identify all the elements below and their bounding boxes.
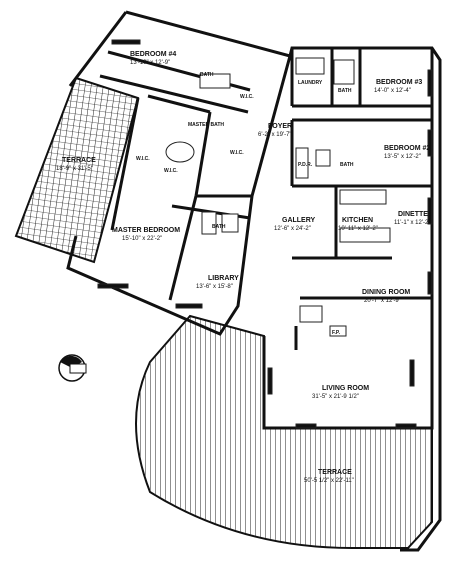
laundry-name: LAUNDRY: [298, 80, 323, 86]
master-bedroom-dims: 15'-10" x 22'-2": [122, 236, 162, 242]
pdr-name: P.D.R.: [298, 162, 313, 168]
kitchen-dims: 10'-11" x 12'-2": [338, 226, 378, 232]
terrace-bottom-name: TERRACE: [318, 469, 352, 476]
windows: [97, 39, 433, 429]
terrace-bottom-area: [135, 314, 433, 549]
bath-bedroom4-name: BATH: [200, 72, 214, 78]
gallery-dims: 12'-6" x 24'-2": [274, 226, 311, 232]
bath-bedroom3-name: BATH: [338, 88, 352, 94]
dinette-dims: 11'-1" x 12'-2": [394, 220, 430, 226]
dining-room-dims: 20'-7" x 12'-9": [364, 298, 401, 304]
gallery-name: GALLERY: [282, 217, 316, 224]
wic-master-b-name: W.I.C.: [136, 156, 150, 162]
bedroom2-dims: 13'-5" x 12'-2": [384, 154, 421, 160]
terrace-top-area: [14, 76, 140, 264]
exterior-walls: [66, 10, 442, 552]
fixtures: [165, 57, 391, 337]
wic-master-a-name: W.I.C.: [230, 150, 244, 156]
wic-bedroom4-name: W.I.C.: [240, 94, 254, 100]
terrace-top-name: TERRACE: [62, 157, 96, 164]
wic-master-c-name: W.I.C.: [164, 168, 178, 174]
bedroom4-name: BEDROOM #4: [130, 51, 176, 58]
bedroom4-dims: 13'-10" x 12'-9": [130, 60, 170, 66]
fireplace-name: F.P.: [332, 330, 341, 336]
bath-bedroom2-name: BATH: [340, 162, 354, 168]
living-room-dims: 31'-5" x 21'-9 1/2": [312, 394, 359, 400]
dinette-name: DINETTE: [398, 211, 428, 218]
master-bath-name: MASTER BATH: [188, 122, 224, 128]
foyer-name: FOYER: [268, 123, 292, 130]
master-bedroom-name: MASTER BEDROOM: [112, 227, 180, 234]
library-dims: 13'-6" x 15'-8": [196, 284, 233, 290]
bedroom3-dims: 14'-0" x 12'-4": [374, 88, 411, 94]
terrace-bottom-dims: 50'-5 1/2" x 22'-11": [304, 478, 354, 484]
room-labels: BEDROOM #4 13'-10" x 12'-9" BATH W.I.C. …: [56, 51, 430, 484]
living-room-name: LIVING ROOM: [322, 385, 369, 392]
bedroom2-name: BEDROOM #2: [384, 145, 430, 152]
terrace-top-dims: 18'-9" x 31'-5": [56, 166, 93, 172]
kitchen-name: KITCHEN: [342, 217, 373, 224]
bedroom3-name: BEDROOM #3: [376, 79, 422, 86]
dining-room-name: DINING ROOM: [362, 289, 410, 296]
library-name: LIBRARY: [208, 275, 239, 282]
north-compass-icon: [58, 354, 87, 382]
foyer-dims: 6'-2" x 19'-7": [258, 132, 292, 138]
bath-library-name: BATH: [212, 224, 226, 230]
